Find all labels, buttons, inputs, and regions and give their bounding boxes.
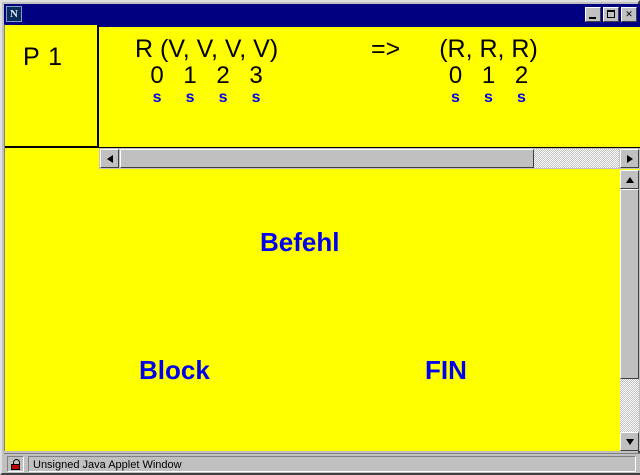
expression-left-indices: 0 1 2 3 (135, 63, 278, 89)
expression-right-status-marks: s s s (439, 89, 538, 107)
vertical-scrollbar[interactable] (620, 170, 640, 451)
expression-right-indices: 0 1 2 (439, 63, 538, 89)
arrow-up-icon (625, 176, 634, 183)
horizontal-divider (5, 146, 99, 148)
scroll-up-button[interactable] (620, 170, 639, 189)
netscape-n-icon: N (6, 6, 22, 22)
arrow-right-icon (626, 154, 633, 163)
expression-right-head: (R, R, R) (439, 35, 538, 63)
status-mark[interactable]: s (484, 89, 493, 106)
index-cell: 0 (150, 62, 164, 89)
expression-left: R (V, V, V, V) 0 1 2 3 s s s s (135, 35, 278, 107)
status-mark[interactable]: s (152, 89, 162, 106)
status-bar: Unsigned Java Applet Window (4, 453, 640, 473)
process-cell[interactable]: P 1 (5, 25, 97, 147)
minimize-button[interactable] (585, 6, 601, 22)
window-controls: ✕ (585, 6, 637, 22)
horizontal-scroll-track[interactable] (120, 149, 619, 168)
expression-right: (R, R, R) 0 1 2 s s s (439, 35, 538, 107)
minimize-icon (589, 16, 596, 19)
befehl-node[interactable]: Befehl (260, 227, 340, 257)
horizontal-scroll-thumb[interactable] (120, 149, 535, 168)
index-cell: 2 (216, 62, 230, 89)
status-mark[interactable]: s (218, 89, 228, 106)
status-mark[interactable]: s (451, 89, 460, 106)
close-icon: ✕ (625, 8, 633, 19)
maximize-icon (607, 9, 615, 18)
vertical-scroll-track[interactable] (620, 189, 639, 432)
status-mark[interactable]: s (185, 89, 195, 106)
vertical-divider (97, 25, 99, 147)
status-mark[interactable]: s (517, 89, 526, 106)
expression-left-head: R (V, V, V, V) (135, 35, 279, 63)
index-cell: 1 (481, 62, 496, 89)
security-lock-icon (7, 455, 24, 472)
applet-client-area: P 1 R (V, V, V, V) 0 1 2 3 s s s (4, 24, 640, 451)
arrow-left-icon (106, 154, 113, 163)
expression-left-status-marks: s s s s (135, 89, 278, 107)
arrow-down-icon (625, 438, 634, 445)
lock-body (11, 463, 20, 470)
status-text: Unsigned Java Applet Window (28, 455, 636, 472)
lock-shackle (13, 458, 20, 465)
status-mark[interactable]: s (251, 89, 261, 106)
block-node[interactable]: Block (139, 355, 210, 385)
scroll-right-button[interactable] (620, 149, 639, 168)
expression-arrow: => (371, 35, 401, 63)
process-label: P 1 (23, 43, 64, 71)
index-cell: 2 (514, 62, 529, 89)
close-button[interactable]: ✕ (621, 6, 637, 22)
scroll-left-button[interactable] (100, 149, 119, 168)
index-cell: 0 (448, 62, 463, 89)
vertical-scroll-thumb[interactable] (620, 189, 639, 379)
maximize-button[interactable] (603, 6, 619, 22)
scroll-down-button[interactable] (620, 432, 639, 451)
horizontal-scrollbar[interactable] (99, 147, 640, 169)
title-bar: N ✕ (4, 4, 640, 24)
top-row: P 1 R (V, V, V, V) 0 1 2 3 s s s (5, 25, 640, 148)
fin-node[interactable]: FIN (425, 355, 467, 385)
index-cell: 1 (183, 62, 197, 89)
expression-panel[interactable]: R (V, V, V, V) 0 1 2 3 s s s s => (99, 25, 640, 147)
index-cell: 3 (249, 62, 263, 89)
graph-canvas[interactable]: Befehl Block FIN (5, 170, 619, 451)
